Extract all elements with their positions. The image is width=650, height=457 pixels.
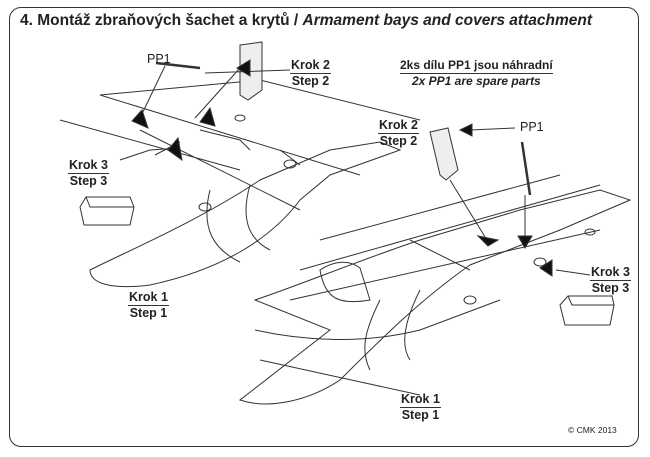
note-english: 2x PP1 are spare parts (411, 74, 541, 88)
krok-label: Krok 3 (68, 158, 109, 174)
krok-label: Krok 1 (128, 290, 169, 306)
note-czech: 2ks dílu PP1 jsou náhradní (400, 58, 553, 74)
step-label: Step 1 (401, 408, 440, 422)
krok-label: Krok 2 (378, 118, 419, 134)
right-wing-drawing (238, 123, 632, 405)
step-label: Step 2 (291, 74, 330, 88)
step-label: Step 1 (129, 306, 168, 320)
krok-label: Krok 2 (290, 58, 331, 74)
left-wing-drawing (59, 41, 421, 288)
step-label: Step 3 (69, 174, 108, 188)
step-label: Step 2 (379, 134, 418, 148)
krok-label: Krok 3 (590, 265, 631, 281)
step-label: Step 3 (591, 281, 630, 295)
page-title: 4. Montáž zbraňových šachet a krytů / Ar… (20, 12, 592, 30)
title-czech: 4. Montáž zbraňových šachet a krytů / (20, 12, 299, 29)
krok-label: Krok 1 (400, 392, 441, 408)
part-label-pp1-right: PP1 (520, 120, 544, 134)
frame-border (9, 7, 639, 447)
title-english: Armament bays and covers attachment (302, 12, 592, 29)
copyright: © CMK 2013 (568, 425, 617, 435)
part-label-pp1-left: PP1 (147, 52, 171, 66)
